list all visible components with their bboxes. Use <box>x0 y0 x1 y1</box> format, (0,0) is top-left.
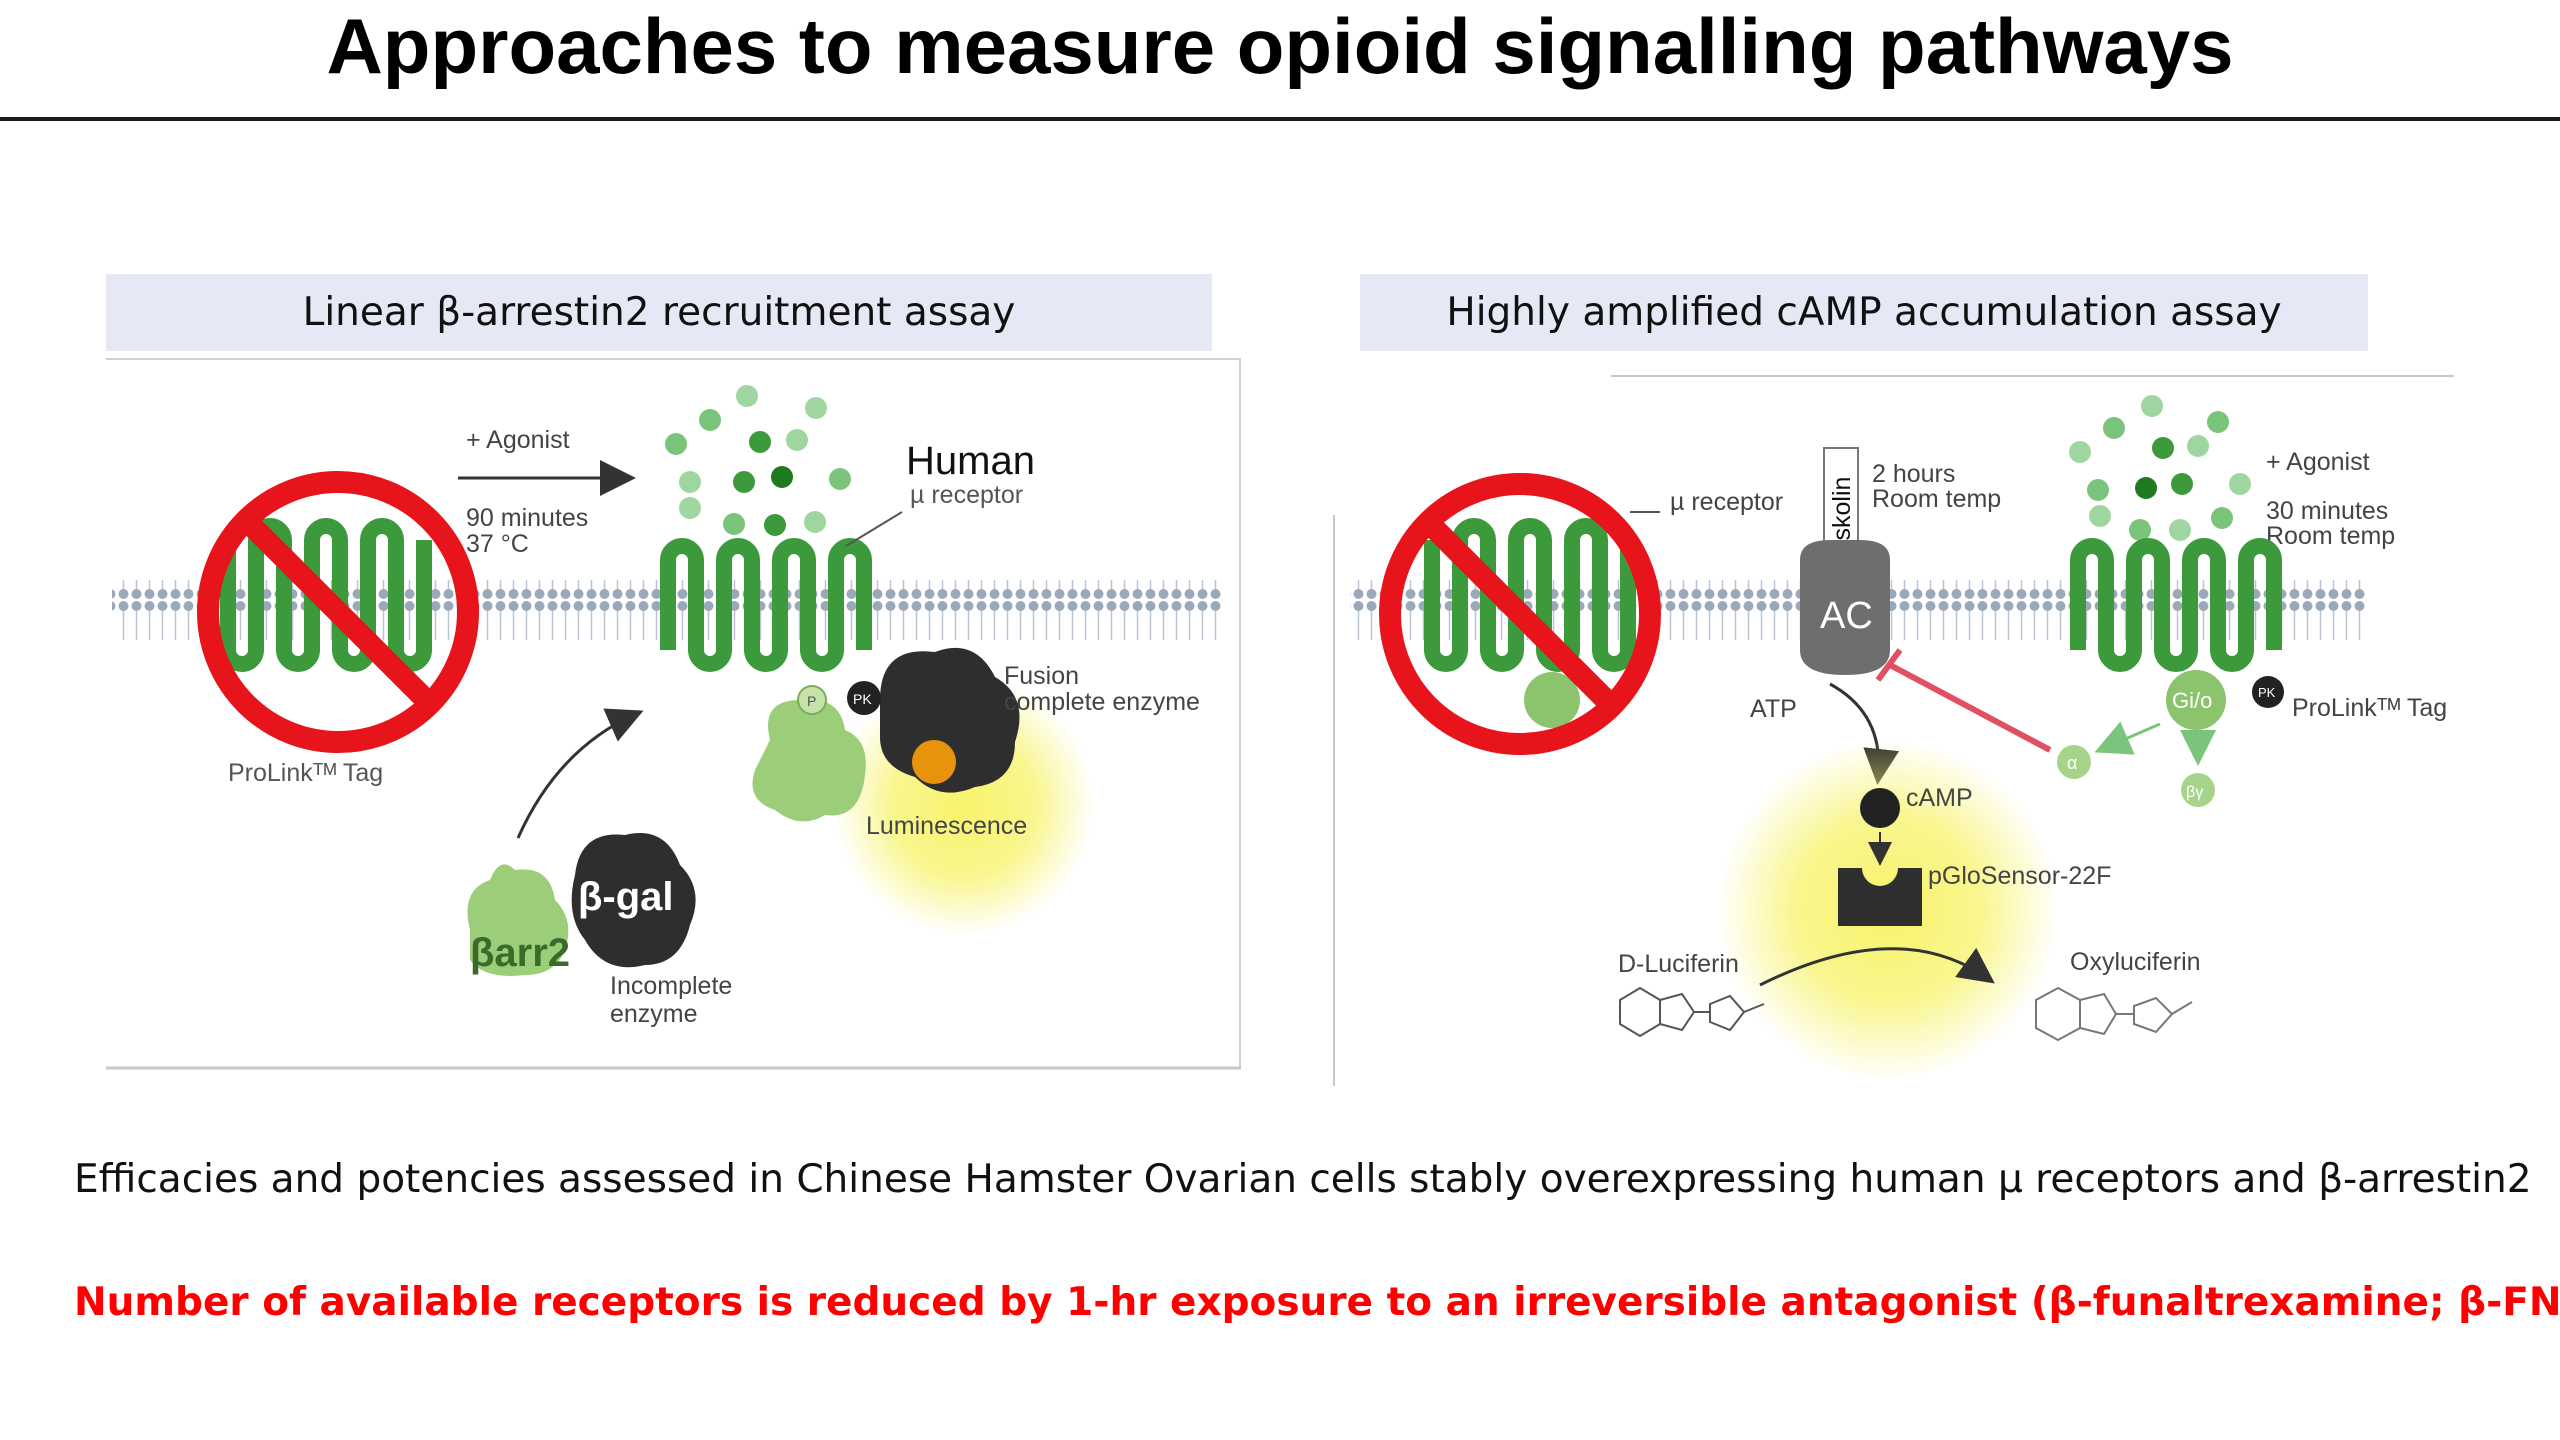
methods-caption: Efficacies and potencies assessed in Chi… <box>74 1157 2532 1202</box>
room-temp-label-1: Room temp <box>1872 485 2001 513</box>
glosensor-label: pGloSensor-22F <box>1928 862 2111 890</box>
receptor-icon <box>2070 538 2282 672</box>
beta-gamma-label: βγ <box>2186 784 2203 801</box>
fusion-label-1: Fusion <box>1004 662 1079 690</box>
duration-label-right-2: 30 minutes <box>2266 497 2388 525</box>
oxyluciferin-label: Oxyluciferin <box>2070 948 2201 976</box>
incomplete-label-2: enzyme <box>610 1000 698 1028</box>
d-luciferin-label: D-Luciferin <box>1618 950 1739 978</box>
receptor-icon <box>1424 518 1636 672</box>
agonist-label: + Agonist <box>466 426 570 454</box>
pk-label: PK <box>853 691 872 707</box>
prolink-tag-label: ProLinkᵀᴹ Tag <box>228 759 383 787</box>
gio-label: Gi/o <box>2172 688 2212 713</box>
luminescence-label: Luminescence <box>866 812 1027 840</box>
receptor-title: Human <box>906 439 1035 483</box>
prolink-tag-label-right: ProLinkᵀᴹ Tag <box>2292 694 2447 722</box>
atp-label: ATP <box>1750 695 1797 723</box>
left-panel: ProLinkᵀᴹ Tag + Agonist 90 minutes 37 °C… <box>106 358 1241 1070</box>
right-panel: µ receptor Forskolin AC 2 hours Room tem… <box>1333 375 2454 1086</box>
antagonist-note: Number of available receptors is reduced… <box>74 1280 2560 1325</box>
incomplete-label-1: Incomplete <box>610 972 732 1000</box>
luciferin-structure <box>1619 986 1765 1038</box>
receptor-icon <box>660 538 872 672</box>
right-panel-header: Highly amplified cAMP accumulation assay <box>1360 274 2368 351</box>
temperature-label: 37 °C <box>466 530 529 558</box>
pk-label-right: PK <box>2258 685 2276 700</box>
duration-label-right: 2 hours <box>1872 460 1955 488</box>
phospho-label: P <box>807 693 816 709</box>
oxyluciferin-structure <box>2035 986 2193 1042</box>
left-panel-header: Linear β-arrestin2 recruitment assay <box>106 274 1212 351</box>
alpha-label: α <box>2067 753 2077 773</box>
title-divider <box>0 117 2560 121</box>
receptor-subtitle: µ receptor <box>910 481 1023 509</box>
fusion-label-2: complete enzyme <box>1004 688 1200 716</box>
barr2-label: βarr2 <box>470 931 570 975</box>
ac-label: AC <box>1820 595 1873 637</box>
enzyme-icon <box>467 833 696 976</box>
camp-label: cAMP <box>1906 784 1973 812</box>
enzyme-icon: P PK <box>752 647 1020 822</box>
duration-label: 90 minutes <box>466 504 588 532</box>
room-temp-label-2: Room temp <box>2266 522 2395 550</box>
agonist-ligands <box>665 385 851 536</box>
agonist-ligands <box>2069 395 2251 541</box>
mu-receptor-label: µ receptor <box>1670 488 1783 516</box>
prohibition-icon <box>1379 473 1661 755</box>
prohibition-icon <box>197 471 479 753</box>
agonist-label-right: + Agonist <box>2266 448 2370 476</box>
slide-title: Approaches to measure opioid signalling … <box>326 2 2234 90</box>
beta-gal-label: β-gal <box>578 875 674 919</box>
